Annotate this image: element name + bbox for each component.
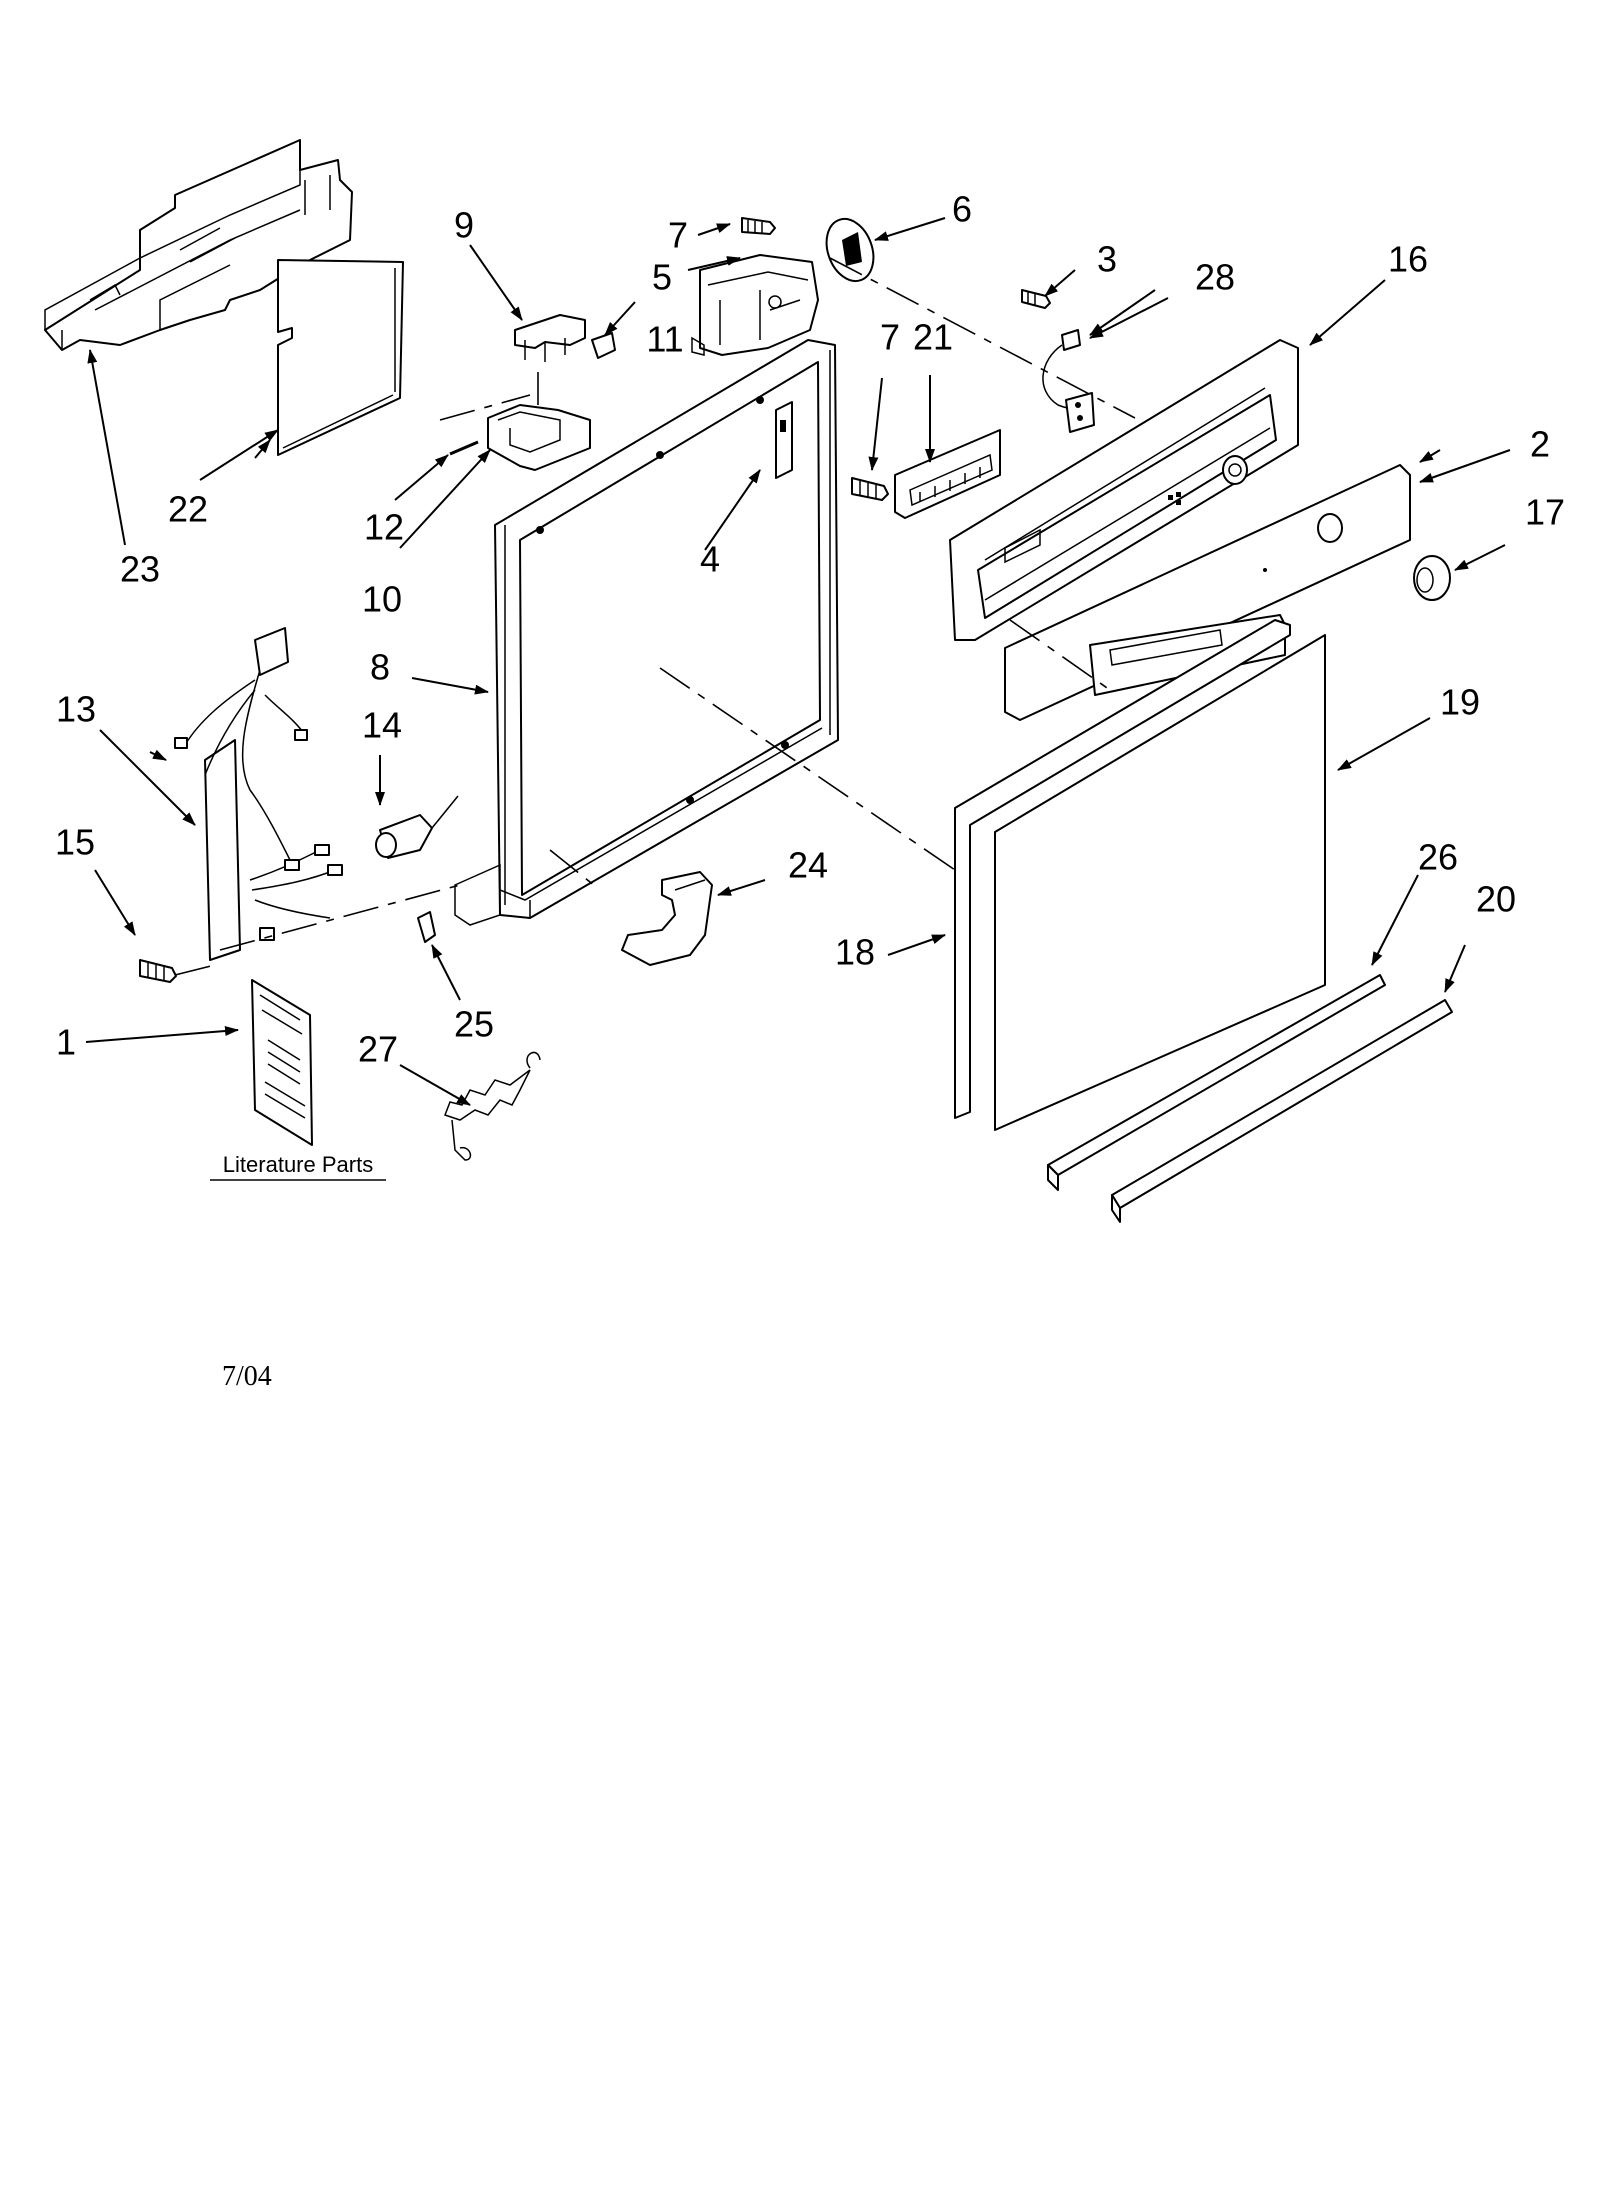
leader-25 [431,944,461,1001]
leader-4 [704,469,761,551]
callout-6: 6 [952,189,972,230]
leader-1 [149,749,167,761]
callout-9: 9 [454,205,474,246]
insulation-sheet-part [277,259,404,456]
spacer-strip-part [449,440,479,456]
callout-25: 25 [454,1004,494,1045]
leader-10 [399,449,491,549]
latch-housing-part [487,372,591,471]
callout-28: 28 [1195,257,1235,298]
callout-24: 24 [788,845,828,886]
control-knob-part [1413,555,1451,601]
literature-booklet-part [251,979,313,1146]
callout-8: 8 [370,647,390,688]
leader-20 [1444,944,1466,993]
callout-18: 18 [835,932,875,973]
leader-27 [399,1064,471,1106]
leader-7b [868,377,883,471]
leader-18 [887,934,946,956]
callout-17: 17 [1525,492,1565,533]
timer-dial-part [825,218,875,282]
leader-6 [874,217,946,241]
control-panel-part [949,339,1299,641]
wire-connector-part [1042,329,1095,433]
leader-2b [1419,449,1511,483]
callout-16: 16 [1388,239,1428,280]
leader-2 [1419,449,1441,463]
leader-11 [604,301,636,336]
leader-16 [1309,279,1386,346]
leader-23 [87,349,126,546]
leader-26 [1371,874,1419,966]
screw-part-middle [851,477,889,501]
callout-4: 4 [700,539,720,580]
leader-13 [99,729,196,826]
leader-12 [394,454,449,501]
door-backing-part [954,619,1291,1119]
callout-13: 13 [56,689,96,730]
latch-part [514,314,586,362]
clip-part [417,911,436,943]
callout-14: 14 [362,705,402,746]
cord-grommet-part [375,795,459,859]
screw-part-top [741,217,776,235]
hinge-clip-part [621,871,713,966]
wire-harness-part [174,627,343,961]
callout-27: 27 [358,1029,398,1070]
vent-housing-part [44,139,353,351]
button-strip-part [894,429,1001,519]
callout-7-middle: 7 [880,317,900,358]
leader-19 [1337,717,1431,771]
callout-21: 21 [913,317,953,358]
callout-12: 12 [364,507,404,548]
leader-22 [254,439,271,459]
callout-3: 3 [1097,239,1117,280]
callout-11: 11 [646,319,683,360]
leader-21a [1089,289,1156,336]
leader-8 [411,677,489,695]
bottom-trim-part [1047,974,1386,1191]
switch-part [591,332,616,359]
leader-17 [1454,544,1506,571]
leader-22b [199,429,279,481]
leader-7a [697,223,731,236]
date-code: 7/04 [222,1361,272,1392]
door-spring-part [444,1051,541,1161]
inner-panel-part [1089,614,1286,696]
screw-part-right [1021,289,1051,309]
leader-5 [687,256,741,271]
leader-15 [94,869,136,936]
leader-24 [717,879,766,896]
callout-15: 15 [55,822,95,863]
callout-7-top: 7 [668,215,688,256]
callout-10: 10 [362,579,402,620]
literature-parts-label: Literature Parts [223,1152,373,1177]
screw-part-left [139,959,177,983]
leader-1b [85,1026,239,1043]
callout-23: 23 [120,549,160,590]
leader-9 [469,244,523,321]
bottom-strip-part [1111,999,1453,1223]
callout-20: 20 [1476,879,1516,920]
callout-19: 19 [1440,682,1480,723]
door-panel-part [994,634,1326,1131]
leader-3 [1044,269,1076,297]
door-frame-part [454,339,839,926]
callout-2: 2 [1530,424,1550,465]
callout-1: 1 [56,1022,76,1063]
door-latch-assembly-part [691,254,819,356]
callout-26: 26 [1418,837,1458,878]
callout-5: 5 [652,257,672,298]
leader-28 [1089,297,1169,339]
callout-22: 22 [168,489,208,530]
hinge-bracket-part [775,401,793,479]
